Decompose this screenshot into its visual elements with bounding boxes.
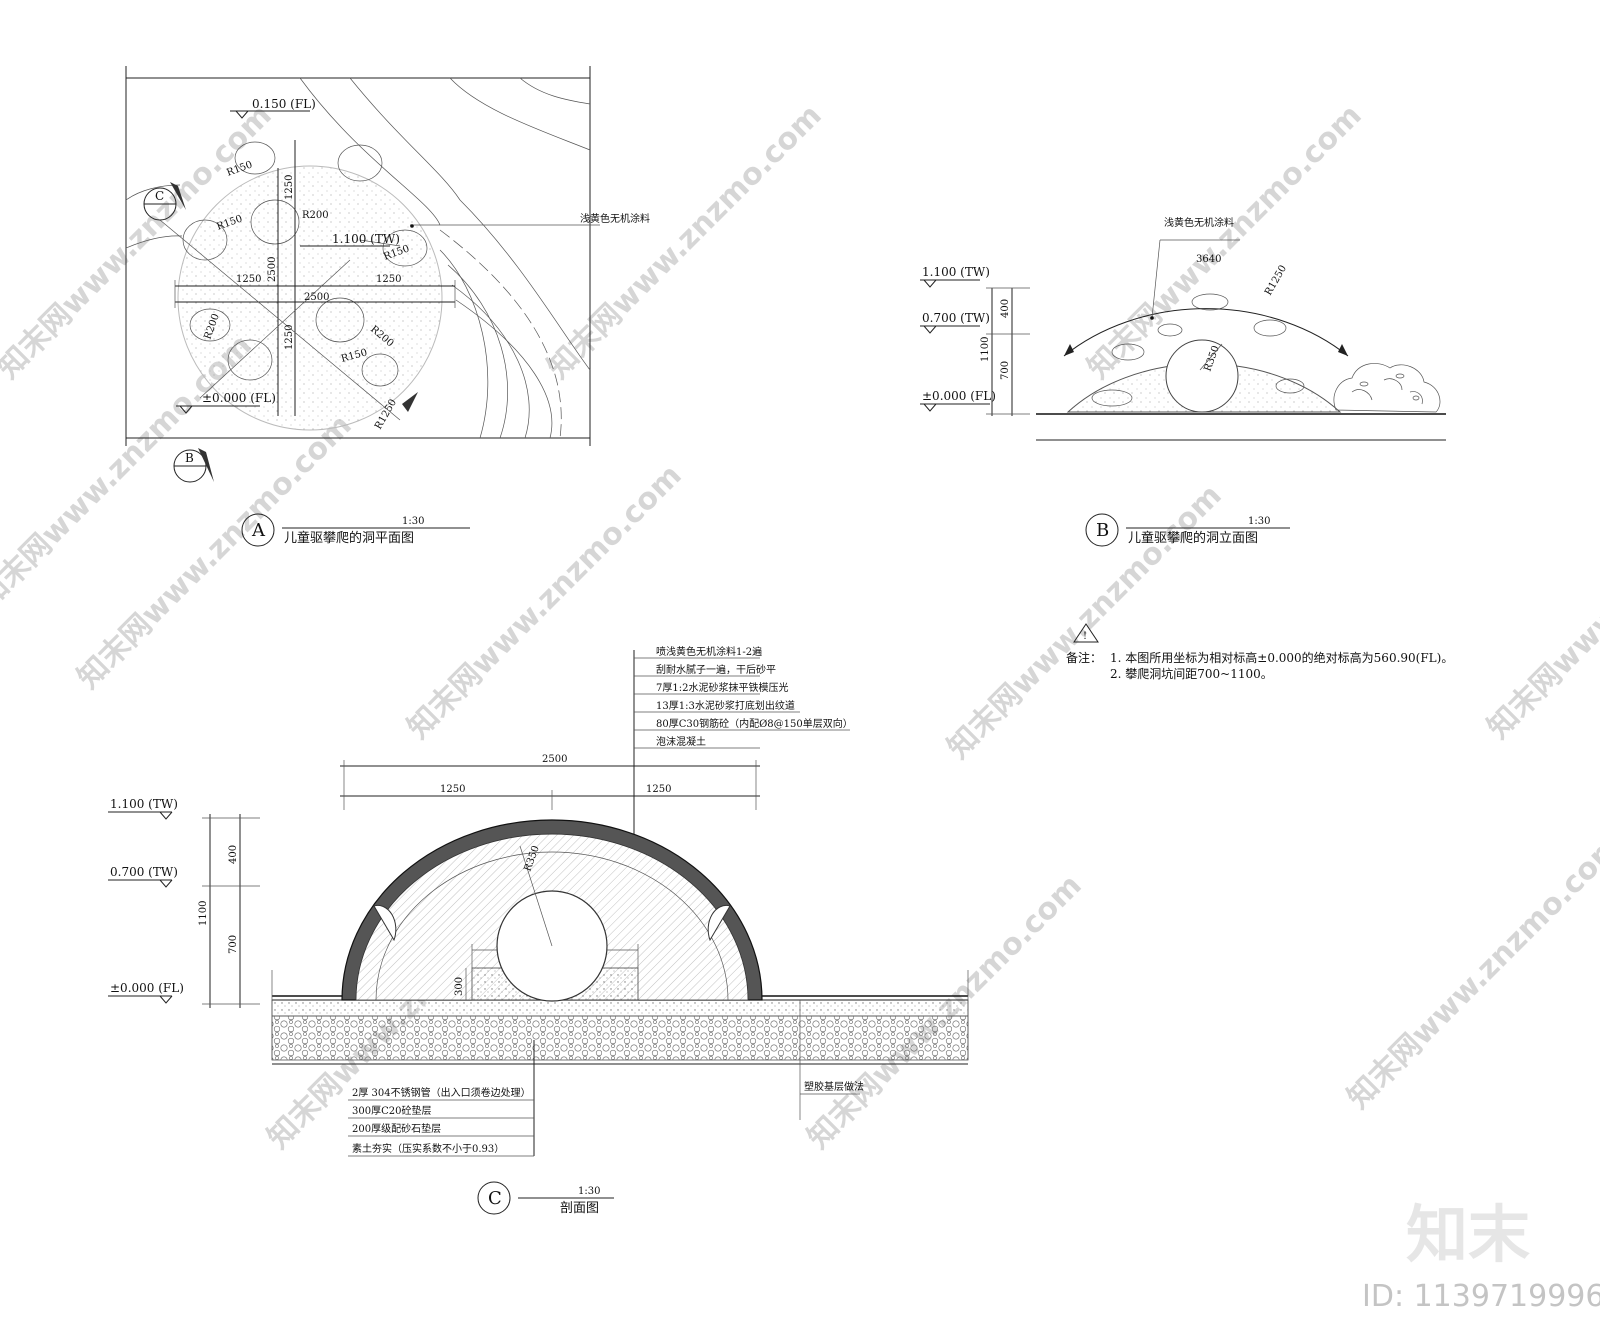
elevation-label: 1.100 (TW) (110, 797, 178, 811)
dim-label: 1250 (440, 784, 465, 795)
dim-label: 700 (228, 935, 239, 954)
layer-note: 素土夯实（压实系数不小于0.93） (352, 1142, 504, 1155)
shrub-icon (1333, 363, 1441, 413)
dim-label: 1250 (646, 784, 671, 795)
note-line: 2. 攀爬洞坑间距700~1100。 (1110, 666, 1273, 681)
drawing-title: 儿童驱攀爬的洞平面图 (284, 530, 414, 546)
title-letter: B (1096, 520, 1109, 541)
dim-label: 1250 (284, 175, 295, 200)
layer-note: 泡沫混凝土 (656, 735, 706, 748)
watermark: 知末网www.znzmo.com (941, 478, 1229, 766)
image-id: ID: 1139719996 (1362, 1279, 1600, 1314)
note-line: 1. 本图所用坐标为相对标高±0.000的绝对标高为560.90(FL)。 (1110, 650, 1453, 665)
elevation-view-b: 1.100 (TW) 0.700 (TW) ±0.000 (FL) 1100 4… (920, 216, 1446, 547)
dim-label: 1250 (236, 274, 261, 285)
warning-icon (1073, 623, 1099, 643)
elevation-label: ±0.000 (FL) (110, 981, 184, 995)
elevation-label: 1.100 (TW) (332, 232, 400, 246)
material-note: 浅黄色无机涂料 (1164, 216, 1234, 229)
scale-label: 1:30 (1248, 516, 1270, 527)
dim-label: 400 (1000, 299, 1011, 318)
plan-view-a: 1250 1250 2500 1250 2500 1250 R150 R150 … (125, 66, 650, 547)
elevation-marker-label: B (185, 451, 194, 465)
dim-label: 2500 (542, 754, 567, 765)
dim-label: 1100 (198, 901, 209, 926)
watermark: 知末网www.znzmo.com (1081, 98, 1369, 386)
watermark: 知末网www.znzmo.com (1341, 828, 1600, 1116)
scale-label: 1:30 (578, 1186, 600, 1197)
radius-label: R200 (302, 210, 329, 221)
layer-note: 7厚1:2水泥砂浆抹平铁模压光 (656, 681, 788, 694)
title-marker-a (241, 513, 275, 547)
elevation-label: 0.700 (TW) (110, 865, 178, 879)
elevation-label: 1.100 (TW) (922, 265, 990, 279)
layer-note: 13厚1:3水泥砂浆打底划出纹道 (656, 699, 795, 712)
brand-logo: 知末 (1406, 1198, 1530, 1271)
layer-note: 300厚C20砼垫层 (352, 1104, 431, 1117)
elevation-label: 0.150 (FL) (252, 97, 316, 111)
layer-note: 200厚级配砂石垫层 (352, 1122, 441, 1135)
layer-note: 喷浅黄色无机涂料1-2遍 (656, 645, 762, 658)
material-note: 浅黄色无机涂料 (580, 212, 650, 225)
title-letter: A (251, 520, 266, 541)
elevation-label: ±0.000 (FL) (202, 391, 276, 405)
scale-label: 1:30 (402, 516, 424, 527)
title-marker-b (1085, 513, 1119, 547)
elevation-label: 0.700 (TW) (922, 311, 990, 325)
layer-note: 刮耐水腻子一遍，干后砂平 (656, 663, 776, 676)
dim-label: 400 (228, 845, 239, 864)
notes-label: 备注： (1066, 650, 1102, 665)
title-letter: C (488, 1188, 502, 1209)
dim-label: 1250 (284, 325, 295, 350)
dim-label: 700 (1000, 361, 1011, 380)
warning-icon-mark: ! (1083, 631, 1087, 642)
drawing-title: 儿童驱攀爬的洞立面图 (1128, 530, 1258, 546)
watermark: 知末网www.znzmo.com (541, 98, 829, 386)
layer-note: 2厚 304不锈钢管（出入口须卷边处理） (352, 1086, 531, 1099)
section-marker-label: C (155, 189, 164, 203)
dim-label: 1250 (376, 274, 401, 285)
radius-label: R1250 (1263, 263, 1289, 297)
watermark: 知末网www.znzmo.com (401, 458, 689, 746)
dim-label: 2500 (304, 292, 329, 303)
watermark: 知末网www.znzmo.com (1481, 458, 1600, 746)
title-marker-c (477, 1181, 511, 1215)
layer-note: 80厚C30钢筋砼（内配Ø8@150单层双向） (656, 717, 853, 730)
section-view-c: 喷浅黄色无机涂料1-2遍 刮耐水腻子一遍，干后砂平 7厚1:2水泥砂浆抹平铁模压… (108, 645, 969, 1216)
dim-label: 300 (454, 977, 465, 996)
layer-note: 塑胶基层做法 (804, 1080, 864, 1093)
arc-length-label: 3640 (1196, 254, 1221, 265)
brand-block: 知末 ID: 1139719996 (1362, 1198, 1600, 1314)
dim-label: 1100 (980, 337, 991, 362)
dim-label: 2500 (267, 257, 278, 282)
drawing-title: 剖面图 (560, 1201, 599, 1216)
elevation-label: ±0.000 (FL) (922, 389, 996, 403)
notes-block: ! 备注： 1. 本图所用坐标为相对标高±0.000的绝对标高为560.90(F… (1066, 623, 1453, 681)
